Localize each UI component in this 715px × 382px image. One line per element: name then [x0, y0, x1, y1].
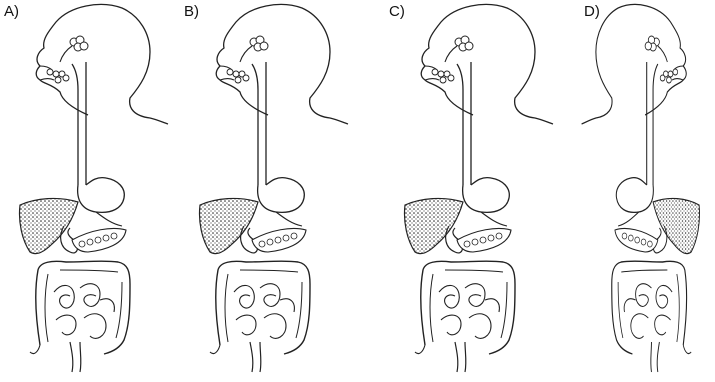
panel-b: B)	[180, 0, 350, 382]
panel-a: A)	[0, 0, 170, 382]
digestive-system-diagram	[180, 0, 350, 382]
panel-d: D)	[580, 0, 715, 382]
panel-c: C)	[385, 0, 555, 382]
digestive-system-diagram-mirrored	[580, 0, 715, 382]
digestive-system-diagram	[385, 0, 555, 382]
digestive-system-diagram	[0, 0, 170, 382]
